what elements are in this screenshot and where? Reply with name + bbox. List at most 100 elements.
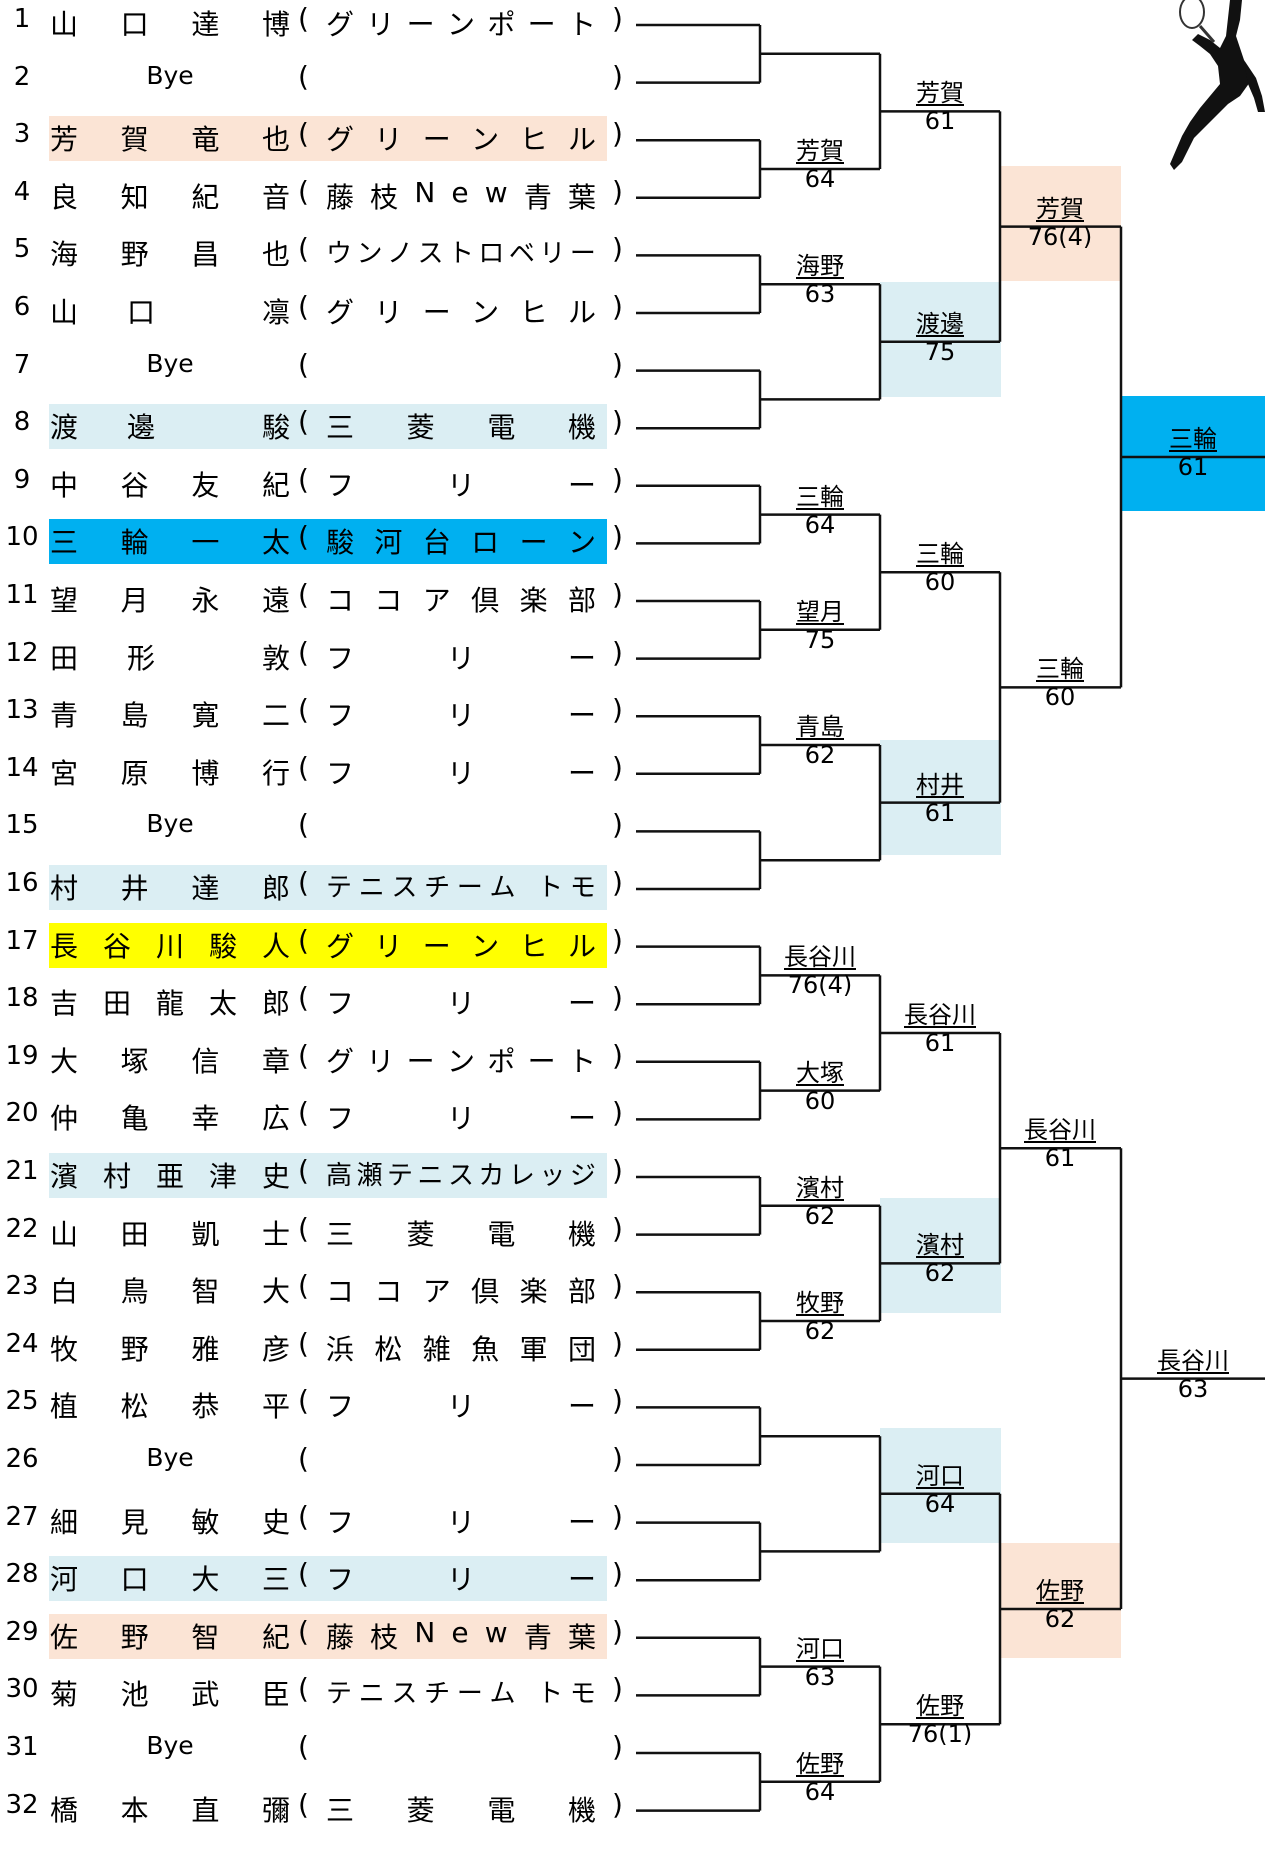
match-score: 76(1) <box>907 1720 973 1749</box>
player-number: 27 <box>5 1501 39 1532</box>
player-team: 三菱電機 <box>326 411 596 445</box>
paren-open: ( <box>298 1730 309 1763</box>
player-team: グリーンヒル <box>326 296 596 329</box>
player-team: ココア倶楽部 <box>326 584 596 617</box>
paren-close: ) <box>612 1614 623 1648</box>
match-score: 60 <box>804 1086 836 1115</box>
paren-close: ) <box>612 520 623 554</box>
paren-close: ) <box>612 1096 623 1130</box>
player-team: グリーンポート <box>326 8 596 41</box>
player-name: 田形 敦 <box>50 641 290 675</box>
winner-name: 河口 <box>916 1461 964 1490</box>
player-name: Bye <box>146 1731 194 1760</box>
winner-name: 芳賀 <box>1036 194 1084 223</box>
winner-name: 長谷川 <box>784 943 856 972</box>
match-score: 61 <box>924 1029 956 1057</box>
player-name: Bye <box>146 60 194 90</box>
player-number: 29 <box>5 1616 39 1647</box>
player-name: 吉田龍太郎 <box>50 987 290 1021</box>
paren-close: ) <box>612 1384 623 1418</box>
player-team: テニスチーム トモ <box>326 873 596 903</box>
player-team: フリー <box>326 1563 596 1597</box>
paren-open: ( <box>298 1787 309 1821</box>
r4-box-miwa <box>1121 396 1265 511</box>
match-score: 61 <box>924 107 956 136</box>
paren-close: ) <box>612 405 623 439</box>
player-name: Bye <box>146 809 194 839</box>
player-number: 17 <box>5 925 39 956</box>
player-team: グリーンヒル <box>326 929 596 963</box>
player-name: 佐野智紀 <box>50 1620 290 1654</box>
player-team: フリー <box>326 641 596 675</box>
player-team: 三菱電機 <box>326 1793 596 1827</box>
player-team: グリーンポート <box>326 1044 596 1078</box>
player-highlight <box>49 1153 607 1198</box>
paren-close: ) <box>612 578 623 611</box>
player-highlight <box>49 922 607 968</box>
player-team: フリー <box>326 1390 596 1424</box>
match-score: 62 <box>924 1259 956 1288</box>
paren-open: ( <box>298 635 309 669</box>
player-team: フリー <box>326 756 596 790</box>
match-score: 63 <box>1177 1374 1209 1403</box>
match-score: 62 <box>804 1201 836 1230</box>
player-number: 30 <box>5 1674 39 1705</box>
winner-name: 長谷川 <box>904 1001 976 1029</box>
player-team: フリー <box>326 1505 596 1539</box>
player-name: 山口 凛 <box>50 296 290 329</box>
winner-name: 佐野 <box>796 1749 844 1778</box>
player-team: フリー <box>326 987 596 1021</box>
player-number: 25 <box>5 1386 39 1417</box>
paren-close: ) <box>612 1787 623 1821</box>
player-team: ウンノストロベリー <box>326 239 596 270</box>
paren-open: ( <box>298 1499 309 1533</box>
match-score: 75 <box>804 625 836 654</box>
match-score: 63 <box>804 1662 836 1691</box>
player-name: Bye <box>146 348 194 378</box>
player-name: 白鳥智大 <box>50 1275 290 1309</box>
paren-open: ( <box>298 1614 309 1648</box>
player-name: 菊池武臣 <box>50 1678 290 1712</box>
paren-close: ) <box>612 1038 623 1072</box>
player-name: 河口大三 <box>50 1563 290 1597</box>
player-number: 15 <box>5 810 39 841</box>
player-number: 31 <box>5 1732 39 1762</box>
paren-open: ( <box>298 1442 309 1475</box>
winner-name: 三輪 <box>796 482 844 511</box>
paren-close: ) <box>612 1269 623 1303</box>
player-name: 仲亀幸広 <box>50 1102 290 1136</box>
match-score: 62 <box>1044 1605 1076 1633</box>
match-score: 62 <box>804 1317 836 1345</box>
paren-open: ( <box>298 1384 309 1418</box>
player-number: 16 <box>5 868 39 898</box>
winner-name: 芳賀 <box>916 79 964 108</box>
player-number: 1 <box>13 4 31 34</box>
winner-name: 長谷川 <box>1024 1116 1096 1145</box>
paren-close: ) <box>612 1326 623 1360</box>
